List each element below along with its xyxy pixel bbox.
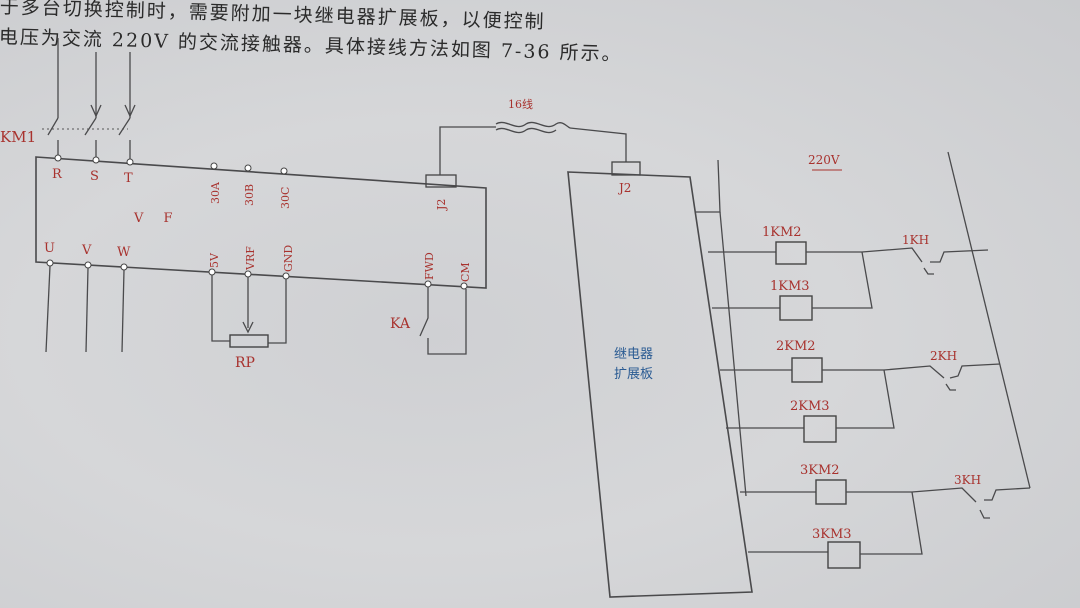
- coil-1km2: [775, 241, 807, 265]
- ribbon-cable: 16线: [439, 97, 627, 175]
- board-box: [567, 171, 753, 598]
- terminal-30b: 30B: [243, 184, 256, 206]
- terminal-gnd: GND: [282, 245, 295, 272]
- terminal-fwd: FWD: [423, 252, 436, 280]
- terminal-cm: CM: [459, 262, 472, 282]
- rp-resistor: [229, 334, 269, 348]
- terminal-w: W: [117, 245, 131, 260]
- label-2km2: 2KM2: [776, 339, 816, 354]
- rail-right: [947, 151, 1031, 489]
- kh-3: 3KH: [911, 473, 1031, 519]
- label-3km2: 3KM2: [800, 463, 840, 478]
- rung-2: 1KM3: [712, 251, 873, 321]
- rung-4: 2KM3: [726, 369, 895, 443]
- kh-2: 2KH: [883, 349, 1001, 391]
- coil-3km3: [827, 541, 861, 569]
- coil-1km3: [779, 295, 813, 321]
- terminal-s: S: [90, 169, 99, 184]
- terminal-u: U: [44, 241, 55, 256]
- vfd-unit: R S T 30A 30B 30C J2 V F U V W 5V VRF GN…: [0, 38, 487, 371]
- label-220v: 220V: [808, 153, 840, 167]
- rung-5: 3KM2: [740, 463, 912, 505]
- vfd-j2-connector: [425, 174, 457, 188]
- label-cable: 16线: [508, 97, 533, 111]
- switch-r: [47, 117, 59, 136]
- terminal-vrf: VRF: [244, 246, 257, 271]
- label-2kh: 2KH: [930, 349, 957, 363]
- coil-2km2: [791, 357, 823, 383]
- label-1kh: 1KH: [902, 233, 929, 247]
- kh-1: 1KH: [861, 233, 989, 275]
- label-2km3: 2KM3: [790, 399, 830, 414]
- label-3kh: 3KH: [954, 473, 981, 487]
- coil-2km3: [803, 415, 837, 443]
- label-rp: RP: [235, 355, 255, 371]
- switch-s: [84, 117, 97, 136]
- terminal-v: V: [81, 243, 92, 258]
- rail-left: [719, 211, 747, 497]
- label-1km2: 1KM2: [762, 225, 802, 240]
- rail-left-top: [696, 159, 721, 213]
- label-km1: KM1: [0, 128, 36, 146]
- board-label-2: 扩展板: [614, 367, 653, 382]
- vfd-label: V F: [133, 211, 181, 226]
- coil-3km2: [815, 479, 847, 505]
- terminal-30c: 30C: [279, 187, 292, 209]
- board-label-1: 继电器: [614, 347, 653, 362]
- label-3km3: 3KM3: [812, 527, 852, 542]
- rung-3: 2KM2: [720, 339, 884, 383]
- switch-t: [118, 117, 131, 136]
- label-1km3: 1KM3: [770, 279, 810, 294]
- terminal-r: R: [52, 167, 63, 182]
- rung-6: 3KM3: [748, 491, 923, 569]
- rung-1: 1KM2: [708, 225, 862, 265]
- vfd-box: [35, 156, 487, 289]
- terminal-30a: 30A: [209, 181, 222, 204]
- label-board-j2: J2: [617, 181, 631, 195]
- terminal-5v: 5V: [208, 252, 221, 268]
- board-j2-connector: [611, 161, 641, 176]
- label-ka: KA: [390, 316, 411, 332]
- terminal-t: T: [124, 171, 133, 186]
- terminal-j2: J2: [435, 199, 448, 211]
- relay-board: J2 继电器 扩展板 220V 1KM2 1KM3: [567, 151, 1031, 598]
